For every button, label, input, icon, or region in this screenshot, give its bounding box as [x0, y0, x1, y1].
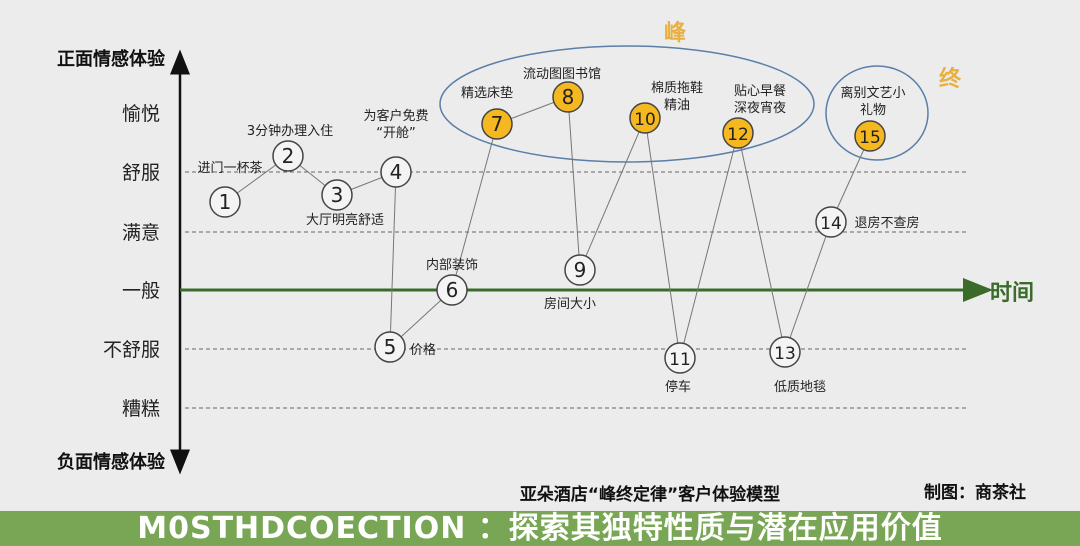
y-axis-bottom-label: 负面情感体验 [57, 451, 166, 473]
end-label: 终 [939, 66, 962, 92]
level-label: 满意 [122, 222, 160, 244]
level-label: 一般 [122, 280, 160, 302]
node-10: 10 [629, 102, 661, 134]
node-number: 1 [219, 190, 232, 214]
edge [389, 171, 397, 348]
edge [567, 96, 581, 271]
node-circle [209, 186, 241, 218]
node-11: 11 [664, 342, 696, 374]
node-number: 4 [390, 160, 403, 184]
peak-node-circle [854, 120, 886, 152]
node-label: 精油 [664, 98, 690, 113]
edge [679, 132, 739, 359]
edge [737, 132, 786, 353]
node-3: 3 [321, 179, 353, 211]
node-label: 棉质拖鞋 [651, 80, 703, 96]
node-circle [436, 274, 468, 306]
node-number: 3 [331, 183, 344, 207]
edge [784, 221, 832, 353]
node-label: 价格 [410, 342, 436, 358]
edge [579, 117, 646, 271]
node-label: 离别文艺小 [840, 85, 905, 101]
diagram-title: 亚朵酒店“峰终定律”客户体验模型 [520, 484, 780, 505]
node-2: 2 [272, 140, 304, 172]
peak-node-circle [552, 81, 584, 113]
node-label: 大厅明亮舒适 [306, 212, 384, 228]
level-label: 糟糕 [122, 398, 160, 420]
node-number: 12 [727, 125, 749, 145]
time-axis-label: 时间 [990, 281, 1034, 306]
node-label: 3分钟办理入住 [247, 123, 333, 139]
node-label: 房间大小 [544, 296, 596, 312]
node-13: 13 [769, 336, 801, 368]
node-circle [272, 140, 304, 172]
peak-label: 峰 [664, 21, 687, 46]
y-axis-top-label: 正面情感体验 [57, 48, 166, 70]
node-circle [815, 206, 847, 238]
node-9: 9 [564, 254, 596, 286]
node-circle [664, 342, 696, 374]
node-label: 退房不查房 [854, 215, 919, 231]
node-number: 7 [491, 112, 504, 136]
node-label: 贴心早餐 [734, 83, 786, 99]
edge [644, 117, 681, 359]
node-number: 15 [859, 128, 881, 148]
level-label: 不舒服 [103, 339, 160, 361]
node-4: 4 [380, 156, 412, 188]
node-circle [564, 254, 596, 286]
node-label: 为客户免费 [363, 108, 428, 124]
peak-node-circle [722, 117, 754, 149]
node-label: 低质地毯 [774, 380, 826, 395]
node-number: 10 [634, 110, 656, 130]
node-label: 精选床垫 [461, 85, 513, 101]
node-number: 11 [669, 350, 691, 370]
node-number: 13 [774, 344, 796, 364]
end-ellipse [825, 65, 929, 161]
node-circle [321, 179, 353, 211]
node-label: 流动图图书馆 [523, 67, 601, 82]
level-label: 舒服 [122, 162, 160, 184]
node-5: 5 [374, 331, 406, 363]
node-12: 12 [722, 117, 754, 149]
node-8: 8 [552, 81, 584, 113]
node-circle [380, 156, 412, 188]
node-number: 6 [446, 278, 459, 302]
node-1: 1 [209, 186, 241, 218]
node-circle [769, 336, 801, 368]
node-number: 9 [574, 258, 587, 282]
node-label: 礼物 [860, 102, 886, 118]
level-label: 愉悦 [122, 103, 160, 125]
edge [451, 123, 498, 291]
node-label: 停车 [665, 379, 691, 395]
node-label: 内部装饰 [426, 257, 478, 273]
banner-text: M0STHDCOECTION ：探索其独特性质与潜在应用价值 [137, 510, 943, 546]
node-14: 14 [815, 206, 847, 238]
node-label: “开舱” [376, 126, 415, 141]
diagram-credit: 制图：商茶社 [924, 482, 1026, 503]
peak-node-circle [481, 108, 513, 140]
node-label: 进门一杯茶 [197, 160, 262, 176]
node-circle [374, 331, 406, 363]
node-number: 14 [820, 214, 842, 234]
title-banner: M0STHDCOECTION ：探索其独特性质与潜在应用价值 [0, 511, 1080, 546]
node-number: 5 [384, 335, 397, 359]
peak-node-circle [629, 102, 661, 134]
peak-ellipse [439, 45, 815, 163]
node-6: 6 [436, 274, 468, 306]
node-number: 2 [282, 144, 295, 168]
node-label: 深夜宵夜 [734, 100, 786, 116]
node-number: 8 [562, 85, 575, 109]
node-15: 15 [854, 120, 886, 152]
node-7: 7 [481, 108, 513, 140]
